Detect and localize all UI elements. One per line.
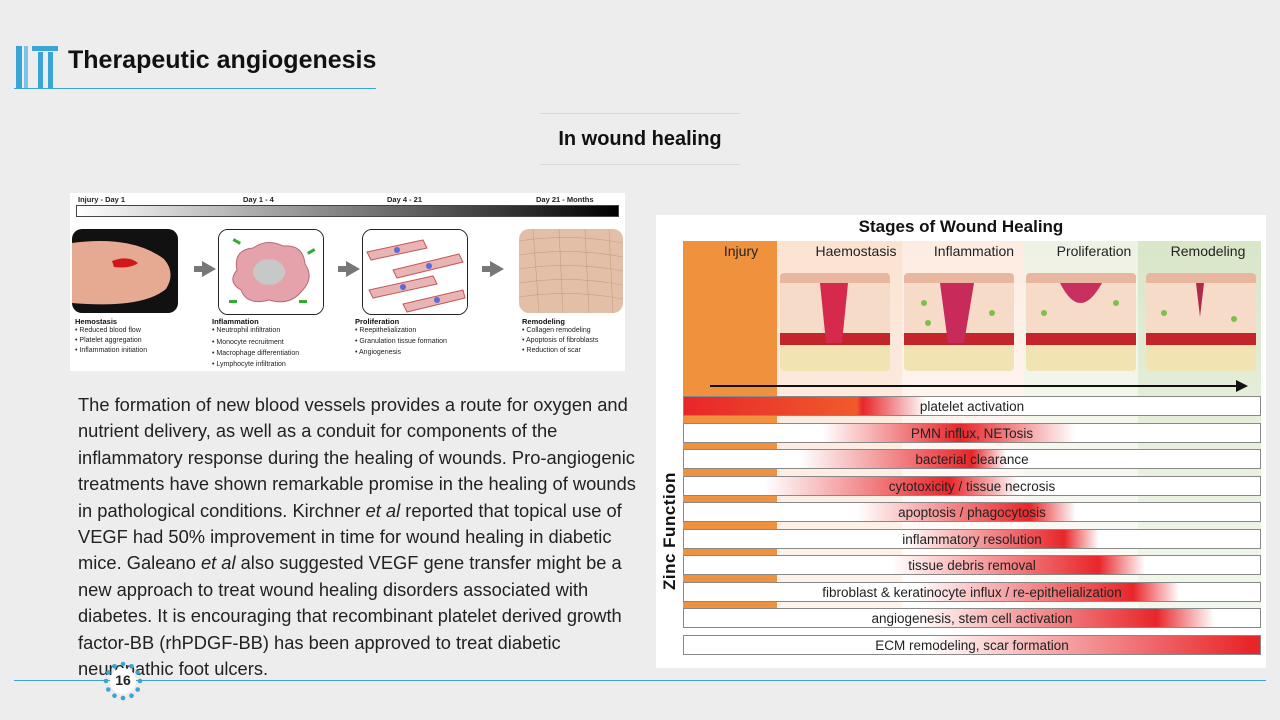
page-number-badge: 16 <box>103 661 143 701</box>
zinc-function-bar: apoptosis / phagocytosis <box>683 502 1261 522</box>
column-item: • Reduced blood flow <box>75 327 141 334</box>
zinc-function-bar: PMN influx, NETosis <box>683 423 1261 443</box>
zinc-function-bar: angiogenesis, stem cell activation <box>683 608 1261 628</box>
arrow-icon <box>194 261 216 277</box>
stage-label: Inflammation <box>933 243 1015 259</box>
stage-label: Injury <box>723 243 759 259</box>
zinc-function-bar: platelet activation <box>683 396 1261 416</box>
column-title: Inflammation <box>212 317 259 326</box>
arrow-icon <box>482 261 504 277</box>
day-label: Day 21 - Months <box>536 195 594 204</box>
body-paragraph: The formation of new blood vessels provi… <box>78 392 648 682</box>
column-item: • Reduction of scar <box>522 347 581 354</box>
timeline-gradient-bar <box>76 205 619 217</box>
stages-of-wound-healing-figure: Stages of Wound Healing Injury Haemostas… <box>656 215 1266 668</box>
italic-text: et al <box>200 552 236 574</box>
column-item: • Apoptosis of fibroblasts <box>522 337 599 344</box>
timeline-arrow <box>710 380 1248 392</box>
slide-title: Therapeutic angiogenesis <box>68 46 377 74</box>
day-label: Day 1 - 4 <box>243 195 274 204</box>
title-underline <box>14 88 376 89</box>
skin-section-haemostasis-image <box>780 273 890 371</box>
skin-section-inflammation-image <box>904 273 1014 371</box>
day-label: Injury - Day 1 <box>78 195 126 204</box>
stage-label: Proliferation <box>1056 243 1132 259</box>
paragraph-text: The formation of new blood vessels provi… <box>78 394 636 521</box>
zinc-function-bar: fibroblast & keratinocyte influx / re-ep… <box>683 582 1261 602</box>
page-number: 16 <box>115 672 131 688</box>
slide-subtitle: In wound healing <box>540 113 740 165</box>
zinc-function-bar: inflammatory resolution <box>683 529 1261 549</box>
dotted-circle-icon <box>103 661 143 701</box>
zinc-function-axis-label: Zinc Function <box>660 472 679 590</box>
column-item: • Macrophage differentiation <box>212 350 300 357</box>
column-item: • Platelet aggregation <box>75 337 142 344</box>
wound-healing-timeline-figure: Injury - Day 1 Day 1 - 4 Day 4 - 21 Day … <box>70 193 625 371</box>
paragraph-text: also suggested VEGF gene transfer might … <box>78 552 622 680</box>
column-title: Remodeling <box>522 317 565 326</box>
column-title: Hemostasis <box>75 317 118 326</box>
zinc-function-bar: tissue debris removal <box>683 555 1261 575</box>
healed-skin-image <box>519 229 623 313</box>
proliferation-image <box>362 229 468 315</box>
italic-text: et al <box>365 499 401 521</box>
column-item: • Granulation tissue formation <box>355 338 447 345</box>
logo-icon <box>16 46 58 88</box>
footer-line <box>14 680 1266 681</box>
finger-wound-image <box>72 229 178 313</box>
column-item: • Lymphocyte infiltration <box>212 361 286 368</box>
column-title: Proliferation <box>355 317 400 326</box>
zinc-function-bar: bacterial clearance <box>683 449 1261 469</box>
skin-section-proliferation-image <box>1026 273 1136 371</box>
day-label: Day 4 - 21 <box>387 195 423 204</box>
inflammation-cell-image <box>218 229 324 315</box>
column-item: • Reepithelialization <box>355 327 417 334</box>
zinc-function-bar: cytotoxicity / tissue necrosis <box>683 476 1261 496</box>
paragraph-text: reported that topical use of VEGF had 50… <box>78 499 622 574</box>
column-item: • Neutrophil infiltration <box>212 327 281 334</box>
column-item: • Angiogenesis <box>355 349 402 356</box>
zinc-function-bar: ECM remodeling, scar formation <box>683 635 1261 655</box>
column-item: • Monocyte recruitment <box>212 339 284 346</box>
column-item: • Collagen remodeling <box>522 327 591 334</box>
stage-label: Remodeling <box>1170 243 1246 259</box>
stage-label: Haemostasis <box>815 243 897 259</box>
skin-section-remodeling-image <box>1146 273 1256 371</box>
column-item: • Inflammation initiation <box>75 347 148 354</box>
figure-title: Stages of Wound Healing <box>858 217 1064 236</box>
arrow-icon <box>338 261 360 277</box>
